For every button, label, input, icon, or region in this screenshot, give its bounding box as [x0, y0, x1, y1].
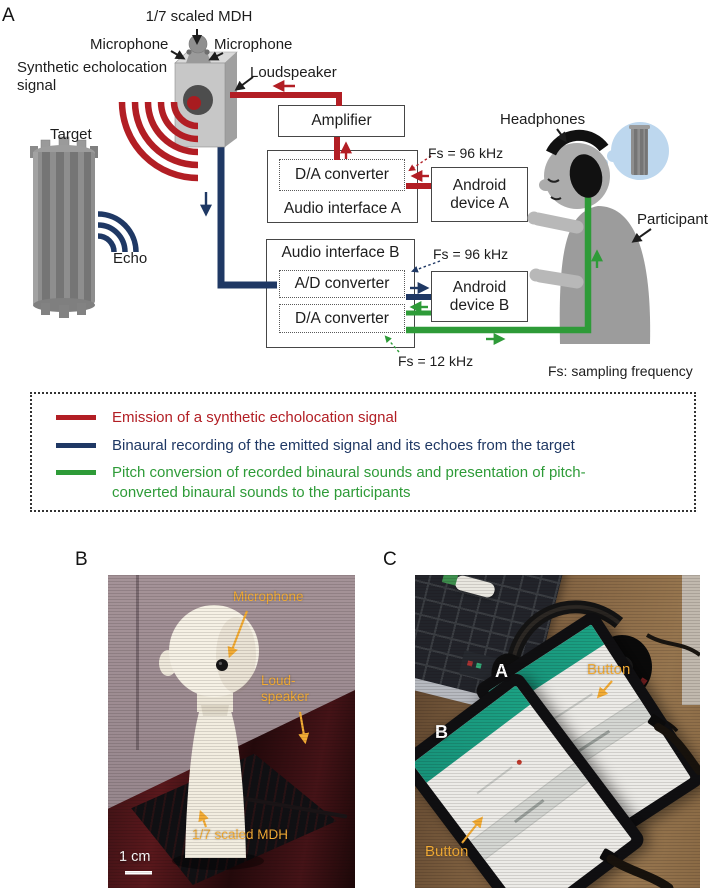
mdh-annotation: 1/7 scaled MDH — [192, 827, 289, 842]
microphone-right-label: Microphone — [214, 36, 293, 53]
audio-interface-a-label: Audio interface A — [283, 200, 402, 218]
da-converter-b-box: D/A converter — [279, 304, 405, 333]
da-converter-a-box: D/A converter — [279, 159, 405, 191]
participant-head — [544, 143, 610, 209]
emission-arcs — [118, 101, 199, 182]
mdh-mic-right-icon — [204, 49, 210, 55]
legend-text-pitch: Pitch conversion of recorded binaural so… — [112, 464, 586, 501]
device-a-letter: A — [495, 661, 508, 681]
mdh-bust — [186, 49, 211, 63]
panel-c-photo: A B Button Button — [415, 575, 700, 888]
target-label: Target — [50, 126, 92, 143]
loudspeaker-label: Loudspeaker — [250, 64, 337, 81]
participant-figure — [527, 122, 669, 344]
legend-text-emission: Emission of a synthetic echolocation sig… — [112, 409, 398, 426]
device-b-letter: B — [435, 722, 448, 742]
legend-item-recording: Binaural recording of the emitted signal… — [46, 436, 680, 456]
legend-item-emission: Emission of a synthetic echolocation sig… — [46, 408, 680, 428]
tablet-b-button-text — [513, 799, 545, 824]
legend-text-recording: Binaural recording of the emitted signal… — [112, 436, 575, 454]
audio-interface-b-label: Audio interface B — [281, 244, 400, 261]
participant-lower-arm — [533, 269, 584, 289]
echo-arcs — [97, 211, 139, 253]
thought-bubble — [611, 122, 669, 180]
amplifier-box: Amplifier — [278, 105, 405, 137]
microphone-annotation: Microphone — [233, 589, 304, 604]
fs-96-a-label: Fs = 96 kHz — [428, 145, 504, 161]
mannequin-microphone-dot — [216, 659, 228, 671]
target-object — [30, 136, 98, 318]
headphone-cup — [569, 154, 603, 198]
tablet-b-button — [470, 762, 589, 860]
scale-bar-label: 1 cm — [119, 849, 151, 865]
tablet-a-button-text — [578, 730, 610, 753]
card-dot-red — [466, 660, 474, 667]
echo-label: Echo — [113, 250, 148, 267]
tablet-b-red-dot — [515, 758, 523, 766]
android-device-a-box: Android device A — [431, 167, 528, 222]
button-bottom-annotation: Button — [425, 843, 469, 860]
panel-b-label: B — [75, 549, 88, 570]
fs-96-b-label: Fs = 96 kHz — [433, 246, 509, 262]
wall-seam — [136, 575, 139, 750]
legend-line-green — [56, 470, 96, 475]
mdh-mic-left-icon — [186, 49, 192, 55]
synthetic-signal-label: Synthetic echolocation signal — [17, 59, 168, 95]
participant-eye — [547, 178, 560, 183]
button-top-annotation: Button — [587, 661, 631, 678]
ad-converter-box: A/D converter — [279, 270, 405, 298]
loudspeaker-annotation: Loud-speaker — [261, 673, 310, 705]
android-device-b-box: Android device B — [431, 271, 528, 322]
mdh-label: 1/7 scaled MDH — [145, 8, 253, 25]
fs-note-label: Fs: sampling frequency — [548, 363, 693, 379]
tablet-b-text-line — [476, 766, 513, 795]
card-dot-green — [475, 662, 482, 669]
panel-b-photo: Microphone Loud-speaker 1/7 scaled MDH 1… — [108, 575, 355, 888]
tablet-a-text-line — [549, 693, 593, 722]
wall-strip — [682, 575, 700, 705]
headphone-band — [546, 129, 609, 156]
participant-upper-arm — [531, 212, 584, 234]
legend-line-navy — [56, 442, 96, 448]
loudspeaker-cone — [183, 85, 213, 115]
mdh-head — [188, 34, 208, 54]
legend-box: Emission of a synthetic echolocation sig… — [30, 392, 696, 512]
legend-line-red — [56, 415, 96, 420]
participant-mouth — [550, 196, 562, 201]
participant-label: Participant — [637, 211, 708, 228]
panel-c-label: C — [383, 549, 397, 570]
microphone-left-label: Microphone — [90, 36, 169, 53]
headphones-label: Headphones — [500, 111, 586, 128]
fs-12-label: Fs = 12 kHz — [398, 353, 474, 369]
thought-target — [629, 125, 650, 175]
legend-item-pitch: Pitch conversion of recorded binaural so… — [46, 463, 680, 502]
panel-a-label: A — [2, 5, 15, 26]
